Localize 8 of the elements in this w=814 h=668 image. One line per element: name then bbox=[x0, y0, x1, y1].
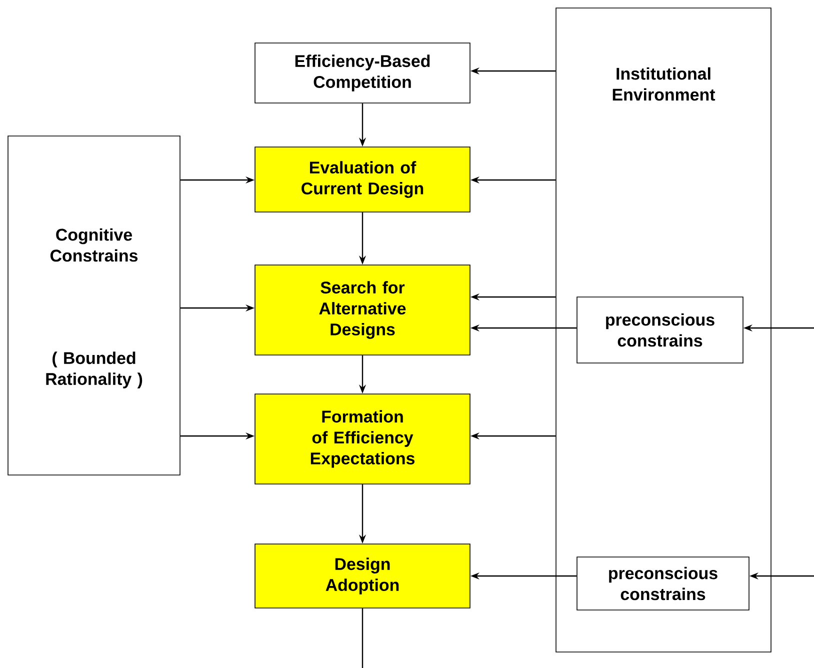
box: preconscious constrains bbox=[576, 296, 744, 364]
process-box: Formation of Efficiency Expectations bbox=[254, 394, 470, 484]
process-box: Search for Alternative Designs bbox=[254, 264, 470, 356]
panel-box: Cognitive Constrains ( Bounded Rationality ) bbox=[8, 136, 180, 476]
process-box: Evaluation of Current Design bbox=[254, 146, 470, 212]
process-box: Design Adoption bbox=[254, 544, 470, 608]
box: Efficiency-Based Competition bbox=[254, 42, 470, 104]
box: preconscious constrains bbox=[576, 556, 750, 610]
